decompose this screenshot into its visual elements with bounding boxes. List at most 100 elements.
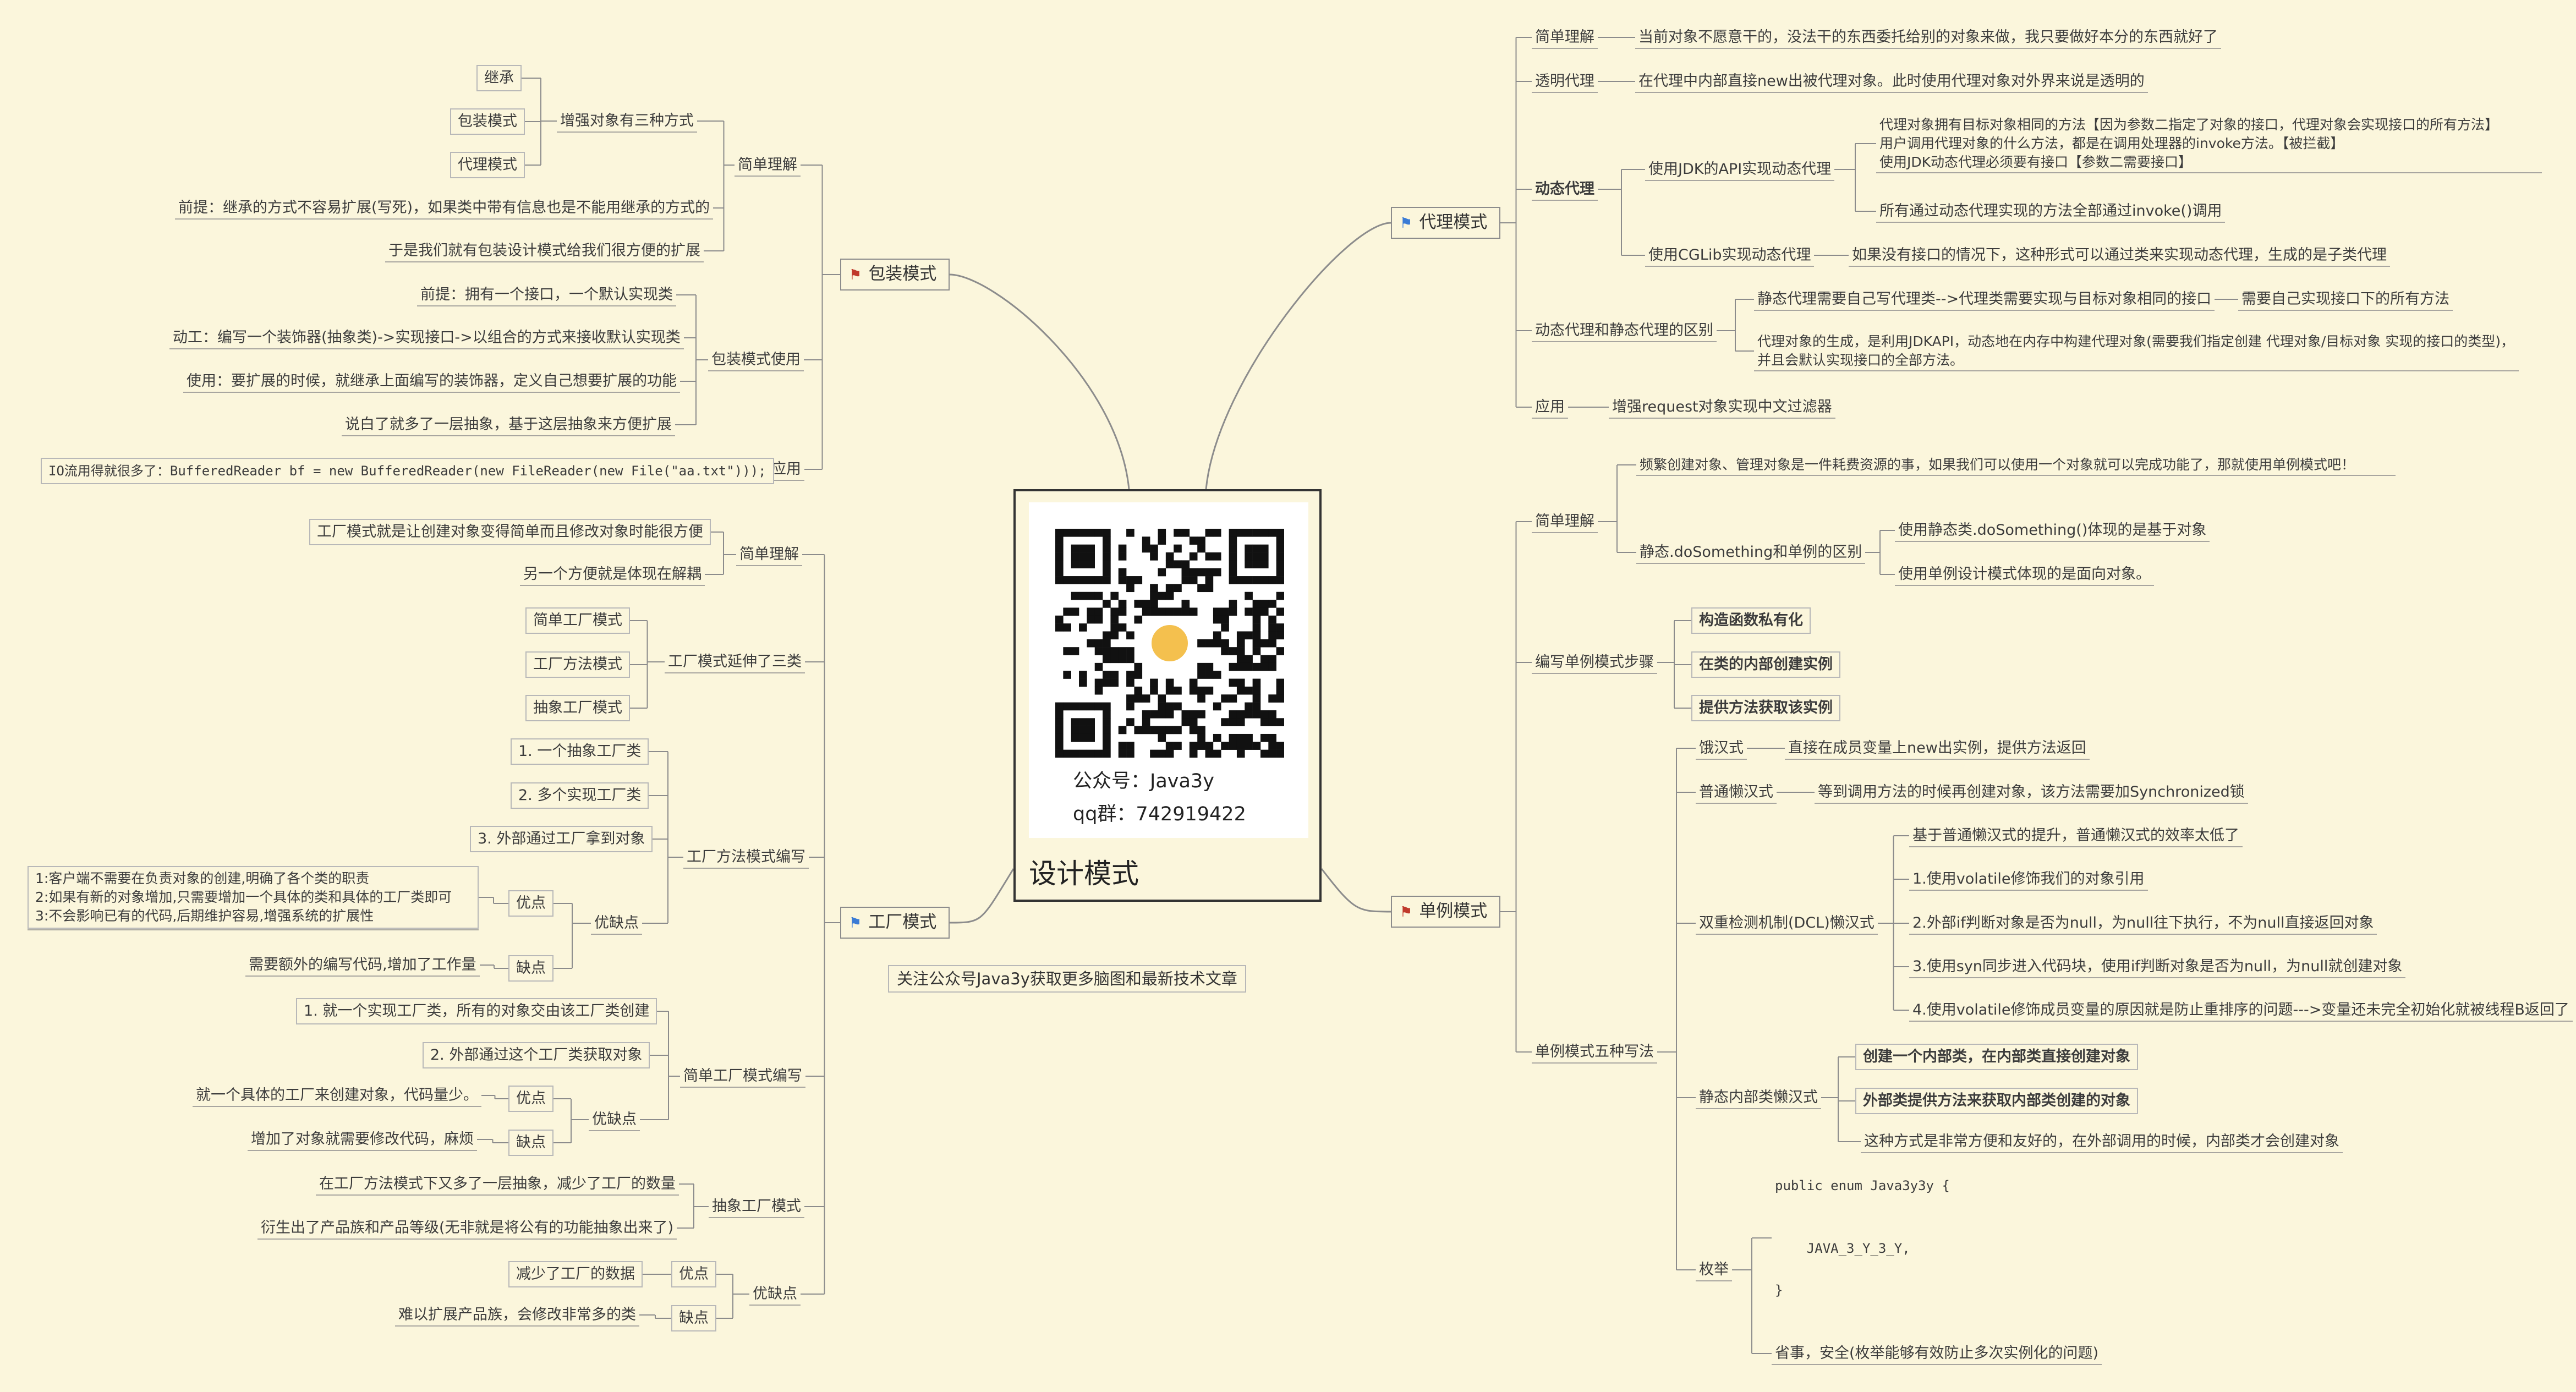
node-factory-con[interactable]: 缺点: [671, 1305, 716, 1331]
node-step2[interactable]: 在类的内部创建实例: [1691, 651, 1840, 678]
node-inner[interactable]: 静态内部类懒汉式: [1699, 1089, 1818, 1106]
node-diff1b[interactable]: 需要自己实现接口下的所有方法: [2241, 291, 2449, 308]
node-fm-pc[interactable]: 优缺点: [594, 914, 639, 931]
node-dynamic[interactable]: 动态代理: [1535, 180, 1594, 198]
node-inner3[interactable]: 这种方式是非常方便和友好的，在外部调用的时候，内部类才会创建对象: [1864, 1133, 2339, 1150]
node-proxy-way[interactable]: 代理模式: [450, 152, 525, 178]
branch-title: 代理模式: [1419, 212, 1488, 232]
node-io-example[interactable]: IO流用得就很多了：BufferedReader bf = new Buffer…: [41, 458, 774, 484]
node-dcl[interactable]: 双重检测机制(DCL)懒汉式: [1699, 914, 1875, 931]
node-sf1[interactable]: 1. 就一个实现工厂类，所有的对象交由该工厂类创建: [296, 998, 657, 1024]
node-fm-code[interactable]: 工厂方法模式编写: [687, 848, 805, 865]
node-dcl4[interactable]: 4.使用volatile修饰成员变量的原因就是防止重排序的问题--->变量还未完…: [1912, 1001, 2569, 1018]
node-enum[interactable]: 枚举: [1699, 1261, 1729, 1278]
node-cglib[interactable]: 使用CGLib实现动态代理: [1648, 246, 1811, 264]
node-sf-code[interactable]: 简单工厂模式编写: [683, 1067, 802, 1084]
node-lazy[interactable]: 普通懒汉式: [1699, 783, 1773, 801]
branch-proxy[interactable]: ⚑代理模式: [1391, 207, 1501, 239]
node-sf-pro-text[interactable]: 就一个具体的工厂来创建对象，代码量少。: [196, 1087, 478, 1104]
node-fm-con[interactable]: 缺点: [508, 955, 553, 982]
node-sf-con[interactable]: 缺点: [508, 1130, 553, 1156]
node-static-diff[interactable]: 静态.doSomething和单例的区别: [1640, 544, 1862, 561]
node-proxy-simple-text[interactable]: 当前对象不愿意干的，没法干的东西委托给别的对象来做，我只要做好本分的东西就好了: [1638, 29, 2218, 46]
node-simple-factory[interactable]: 简单工厂模式: [525, 607, 630, 634]
central-title: 设计模式: [1029, 858, 1139, 890]
node-factory-s1[interactable]: 工厂模式就是让创建对象变得简单而且修改对象时能很方便: [309, 519, 711, 545]
node-factory-pc[interactable]: 优缺点: [753, 1285, 797, 1302]
node-af[interactable]: 抽象工厂模式: [712, 1198, 801, 1215]
node-proxy-simple[interactable]: 简单理解: [1535, 29, 1594, 46]
node-jdk[interactable]: 使用JDK的API实现动态代理: [1648, 161, 1832, 178]
node-singleton-simple-text[interactable]: 频繁创建对象、管理对象是一件耗费资源的事，如果我们可以使用一个对象就可以完成功能…: [1640, 457, 2355, 473]
node-abstract-factory[interactable]: 抽象工厂模式: [525, 695, 630, 721]
node-fm1[interactable]: 1. 一个抽象工厂类: [511, 738, 649, 765]
node-diff1[interactable]: 静态代理需要自己写代理类-->代理类需要实现与目标对象相同的接口: [1757, 291, 2212, 308]
node-static2[interactable]: 使用单例设计模式体现的是面向对象。: [1898, 566, 2151, 583]
node-inner2[interactable]: 外部类提供方法来获取内部类创建的对象: [1855, 1088, 2138, 1114]
node-hungry-text[interactable]: 直接在成员变量上new出实例，提供方法返回: [1788, 739, 2086, 757]
node-enum-code[interactable]: public enum Java3y3y { JAVA_3_Y_3_Y, }: [1775, 1178, 1950, 1298]
node-inherit-premise[interactable]: 前提：继承的方式不容易扩展(写死)，如果类中带有信息也是不能用继承的方式的: [178, 199, 710, 216]
node-dcl0[interactable]: 基于普通懒汉式的提升，普通懒汉式的效率太低了: [1912, 827, 2239, 844]
node-proxy-app[interactable]: 应用: [1535, 398, 1565, 415]
node-af1[interactable]: 在工厂方法模式下又多了一层抽象，减少了工厂的数量: [319, 1175, 676, 1192]
node-jdk-text2[interactable]: 所有通过动态代理实现的方法全部通过invoke()调用: [1879, 202, 2222, 220]
node-sf-pro[interactable]: 优点: [508, 1086, 553, 1112]
node-usage-action[interactable]: 动工：编写一个装饰器(抽象类)->实现接口->以组合的方式来接收默认实现类: [173, 329, 681, 346]
node-cglib-text[interactable]: 如果没有接口的情况下，这种形式可以通过类来实现动态代理，生成的是子类代理: [1852, 246, 2387, 264]
node-factory-simple[interactable]: 简单理解: [739, 546, 799, 563]
branch-singleton[interactable]: ⚑单例模式: [1391, 896, 1501, 928]
node-step1[interactable]: 构造函数私有化: [1691, 607, 1811, 634]
node-fm-con-text[interactable]: 需要额外的编写代码,增加了工作量: [249, 956, 476, 973]
node-factory-con-text[interactable]: 难以扩展产品族，会修改非常多的类: [398, 1306, 636, 1323]
node-sf-con-text[interactable]: 增加了对象就需要修改代码，麻烦: [251, 1131, 474, 1148]
node-fm2[interactable]: 2. 多个实现工厂类: [511, 782, 649, 809]
node-usage-premise[interactable]: 前提：拥有一个接口，一个默认实现类: [420, 286, 673, 303]
node-hungry[interactable]: 饿汉式: [1699, 739, 1744, 757]
node-five[interactable]: 单例模式五种写法: [1535, 1043, 1654, 1060]
node-sf2[interactable]: 2. 外部通过这个工厂类获取对象: [423, 1042, 650, 1068]
node-jdk-text[interactable]: 代理对象拥有目标对象相同的方法【因为参数二指定了对象的接口，代理对象会实现接口的…: [1879, 117, 2499, 170]
node-inherit[interactable]: 继承: [476, 65, 522, 91]
node-sf-pc[interactable]: 优缺点: [592, 1111, 637, 1128]
node-wrapper[interactable]: 包装模式: [450, 108, 525, 135]
node-lazy-text[interactable]: 等到调用方法的时候再创建对象，该方法需要加Synchronized锁: [1818, 783, 2245, 801]
blue-flag-icon: ⚑: [849, 915, 862, 931]
node-step3[interactable]: 提供方法获取该实例: [1691, 695, 1840, 721]
node-fm-pro[interactable]: 优点: [508, 890, 553, 917]
node-usage-use[interactable]: 使用：要扩展的时候，就继承上面编写的装饰器，定义自己想要扩展的功能: [187, 372, 677, 390]
node-fm3[interactable]: 3. 外部通过工厂拿到对象: [470, 826, 653, 852]
node-static1[interactable]: 使用静态类.doSomething()体现的是基于对象: [1898, 522, 2207, 539]
branch-title: 包装模式: [868, 264, 937, 284]
central-topic[interactable]: 公众号：Java3y qq群：742919422 设计模式: [1013, 489, 1322, 902]
node-diff2[interactable]: 代理对象的生成，是利用JDKAPI，动态地在内存中构建代理对象(需要我们指定创建…: [1757, 333, 2514, 368]
node-factory-pro[interactable]: 优点: [671, 1261, 716, 1287]
node-factory-three[interactable]: 工厂模式延伸了三类: [668, 653, 802, 670]
node-factory-s2[interactable]: 另一个方便就是体现在解耦: [523, 566, 701, 583]
node-steps[interactable]: 编写单例模式步骤: [1535, 654, 1654, 671]
node-diff[interactable]: 动态代理和静态代理的区别: [1535, 322, 1713, 339]
node-dcl3[interactable]: 3.使用syn同步进入代码块，使用if判断对象是否为null，为null就创建对…: [1912, 958, 2403, 975]
node-decorator-app[interactable]: 应用: [771, 461, 801, 478]
node-enhance-three-ways[interactable]: 增强对象有三种方式: [560, 112, 694, 129]
node-proxy-app-text[interactable]: 增强request对象实现中文过滤器: [1612, 398, 1832, 415]
node-method-factory[interactable]: 工厂方法模式: [525, 651, 630, 678]
node-decorator-usage[interactable]: 包装模式使用: [711, 351, 801, 368]
node-inner1[interactable]: 创建一个内部类，在内部类直接创建对象: [1855, 1044, 2138, 1070]
node-fm-pro-text[interactable]: 1:客户端不需要在负责对象的创建,明确了各个类的职责 2:如果有新的对象增加,只…: [28, 866, 479, 929]
branch-decorator[interactable]: ⚑包装模式: [840, 259, 950, 291]
node-enum-text[interactable]: 省事，安全(枚举能够有效防止多次实例化的问题): [1775, 1345, 2099, 1362]
branch-factory[interactable]: ⚑工厂模式: [840, 907, 950, 939]
node-transparent-text[interactable]: 在代理中内部直接new出被代理对象。此时使用代理对象对外界来说是透明的: [1638, 73, 2145, 90]
node-decorator-conclusion[interactable]: 于是我们就有包装设计模式给我们很方便的扩展: [388, 242, 700, 259]
node-transparent[interactable]: 透明代理: [1535, 73, 1594, 90]
node-singleton-simple[interactable]: 简单理解: [1535, 513, 1594, 530]
node-decorator-simple[interactable]: 简单理解: [738, 156, 797, 173]
node-factory-pro-text[interactable]: 减少了工厂的数据: [508, 1261, 643, 1287]
node-dcl1[interactable]: 1.使用volatile修饰我们的对象引用: [1912, 870, 2145, 887]
node-dcl2[interactable]: 2.外部if判断对象是否为null，为null往下执行，不为null直接返回对象: [1912, 914, 2374, 931]
node-usage-summary[interactable]: 说白了就多了一层抽象，基于这层抽象来方便扩展: [345, 416, 672, 433]
node-af2[interactable]: 衍生出了产品族和产品等级(无非就是将公有的功能抽象出来了): [261, 1219, 674, 1236]
